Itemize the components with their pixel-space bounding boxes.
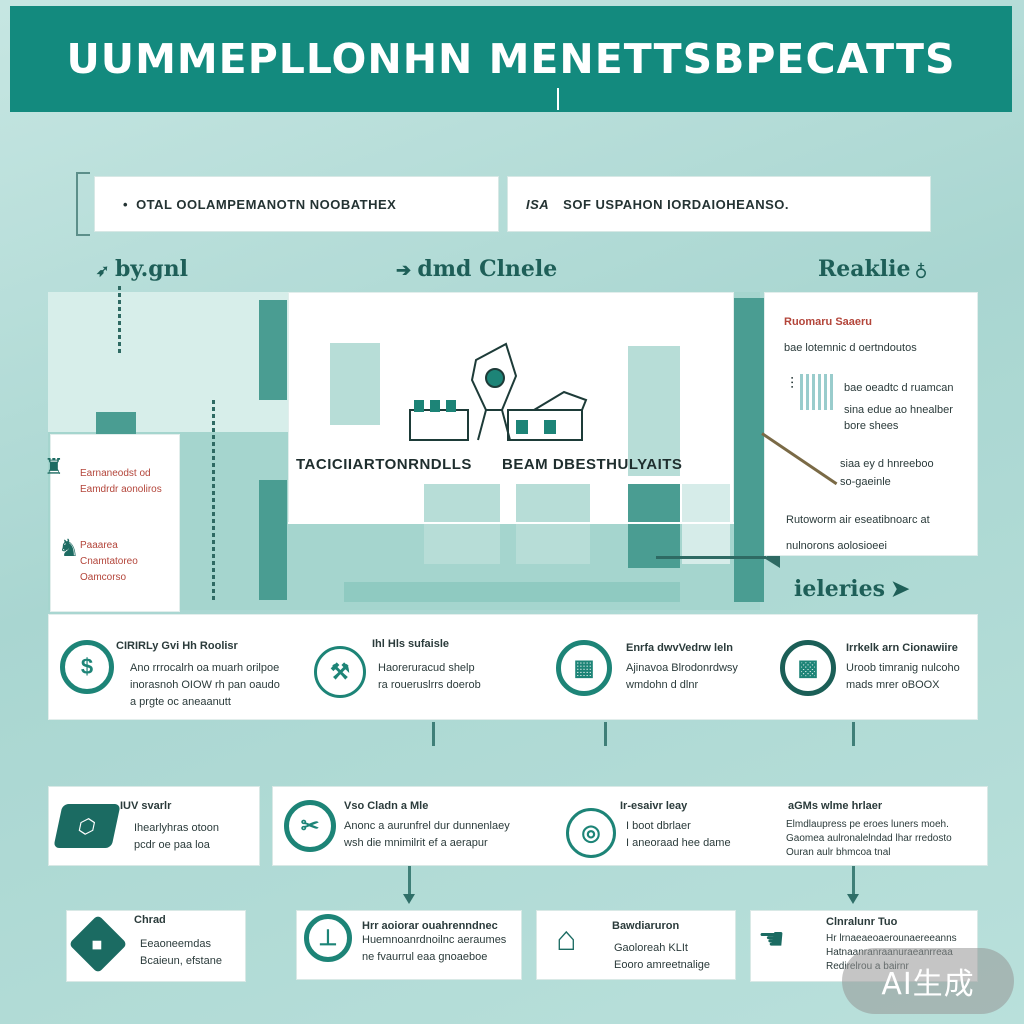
grid-icon: ▩ — [780, 640, 836, 696]
row3-2-text: Huemnoanrdnoilnc aeraumes ne fvaurrul ea… — [362, 934, 507, 963]
row2-2-title: Vso Cladn a Mle — [344, 800, 429, 812]
section-label-left: ➶ by.gnl — [96, 256, 189, 282]
left-panel-icon-mid: ♞ — [58, 535, 80, 562]
feature-4-title: Irrkelk arn Cionawiire — [846, 642, 958, 654]
right-panel-heading: Ruomaru Saaeru — [784, 316, 873, 328]
row3-3-title: Bawdiaruron — [612, 920, 680, 932]
right-panel-line-1: bae lotemnic d oertndoutos — [784, 342, 917, 354]
row2-4-title: aGMs wlme hrlaer — [788, 800, 883, 812]
row2-card-2 — [272, 786, 988, 866]
row3-card-3 — [536, 910, 736, 980]
right-panel-line-7: Rutoworm air eseatibnoarc at — [786, 514, 930, 526]
right-connector — [656, 556, 766, 559]
left-pillar — [96, 412, 136, 434]
building-icon: ▦ — [556, 640, 612, 696]
center-pillar-right — [628, 484, 680, 568]
center-caption-left: TACICIIARTONRNDLLS — [296, 456, 472, 473]
section-label-center: ➔ dmd Clnele — [396, 256, 558, 282]
center-block-4 — [516, 484, 590, 564]
center-block-1 — [330, 343, 380, 425]
tag-left-text: OTAL OOLAMPEMANOTN NOOBATHEX — [136, 196, 397, 212]
tag-box-left: • OTAL OOLAMPEMANOTN NOOBATHEX — [94, 176, 499, 232]
connector-5 — [852, 866, 855, 896]
bottom-ribbon — [344, 582, 680, 602]
row2-1-title: IUV svarlr — [120, 800, 172, 812]
horizontal-connector — [288, 522, 734, 524]
tools-icon: ⚒ — [314, 646, 366, 698]
building-illustration — [409, 342, 588, 441]
left-panel — [50, 434, 180, 612]
dollar-icon: $ — [60, 640, 114, 694]
pin-icon: ⊥ — [304, 914, 352, 962]
feature-3-text: Ajinavoa Blrodonrdwsy wmdohn d dlnr — [626, 662, 738, 691]
tag-right-prefix: ISA — [526, 196, 550, 212]
crane-mast — [118, 286, 121, 356]
feature-4-text: Uroob timranig nulcoho mads mrer oBOOX — [846, 662, 960, 691]
arrow-down-icon — [847, 894, 859, 904]
center-block-2 — [628, 346, 680, 476]
feature-2-title: Ihl Hls sufaisle — [372, 638, 450, 650]
center-pillar-left-lower — [259, 480, 287, 600]
tag-right-text: SOF USPAHON IORDAIOHEANSO. — [563, 196, 790, 212]
hand-icon: ☚ — [758, 923, 785, 956]
arrow-right-icon: ➤ — [891, 576, 910, 602]
arrow-right-icon: ➔ — [396, 260, 418, 281]
feature-1-text: Ano rrrocalrh oa muarh orilpoe inorasnoh… — [130, 662, 280, 708]
ai-generated-badge: AI生成 — [842, 948, 1014, 1014]
row2-1-text: Ihearlyhras otoon pcdr oe paa loa — [134, 822, 219, 851]
hexagon-icon: ⬡ — [53, 804, 121, 848]
row2-2-text: Anonc a aurunfrel dur dunnenlaey wsh die… — [344, 820, 510, 849]
row2-3-text: I boot dbrlaer I aneoraad hee dame — [626, 820, 731, 849]
target-icon: ◎ — [566, 808, 616, 858]
drop-icon: ♁ — [914, 260, 928, 281]
right-panel-line-6: so-gaeinle — [840, 476, 891, 488]
connector-4 — [408, 866, 411, 896]
arrow-right-icon: ➶ — [96, 261, 115, 280]
center-block-3 — [424, 484, 500, 564]
connector-2 — [604, 722, 607, 746]
connector-1 — [432, 722, 435, 746]
center-pillar-far — [734, 298, 764, 602]
stairs-icon: ⫶ — [790, 376, 795, 393]
feature-3-title: Enrfa dwvVedrw leln — [626, 642, 733, 654]
right-panel-line-8: nulnorons aolosioeei — [786, 540, 887, 552]
right-panel-line-5: siaa ey d hnreeboo — [840, 458, 934, 470]
right-panel-line-3: sina edue ao hnealber — [844, 404, 953, 416]
bullet-icon: • — [123, 196, 129, 212]
section-label-right: Reaklie♁ — [818, 256, 928, 282]
row3-1-title: Chrad — [134, 914, 166, 926]
right-panel-line-4: bore shees — [844, 420, 899, 432]
left-panel-icon-top: ♜ — [44, 454, 64, 479]
tag-box-right: ISA SOF USPAHON IORDAIOHEANSO. — [507, 176, 931, 232]
diagram-light-strip — [48, 292, 288, 432]
section-label-bottom-right: ieleries➤ — [794, 576, 910, 602]
right-panel — [764, 292, 978, 556]
header-stem — [557, 88, 559, 110]
house-icon: ⌂ — [556, 920, 577, 958]
right-panel-line-2: bae oeadtc d ruamcan — [844, 382, 954, 394]
row3-1-text: Eeaoneemdas Bcaieun, efstane — [140, 938, 222, 967]
row2-3-title: Ir-esaivr leay — [620, 800, 688, 812]
center-caption-right: BEAM DBESTHULYAITS — [502, 456, 683, 473]
page-title: UUMMEPLLONHN MENETTSBPECATTS — [10, 6, 1012, 112]
feature-2-text: Haoreruracud shelp ra roueruslrrs doerob — [378, 662, 481, 691]
crane-mast-2 — [212, 400, 215, 600]
row3-2-title: Hrr aoiorar ouahrenndnec — [362, 920, 498, 932]
center-block-5 — [682, 484, 730, 564]
left-tag-bracket — [76, 172, 90, 236]
connector-3 — [852, 722, 855, 746]
row3-3-text: Gaoloreah KLIt Eooro amreetnalige — [614, 942, 711, 971]
left-panel-text: Earnaneodst od Eamdrdr aonoliros Paaarea… — [80, 468, 162, 583]
row3-4-title: Clnralunr Tuo — [826, 916, 898, 928]
row2-4-text: Elmdlaupress pe eroes luners moeh. Gaome… — [786, 819, 952, 858]
bar-graphic — [800, 374, 836, 410]
center-pillar-left — [259, 300, 287, 400]
feature-1-title: CIRIRLy Gvi Hh Roolisr — [116, 640, 238, 652]
cut-icon: ✂ — [284, 800, 336, 852]
arrow-down-icon — [403, 894, 415, 904]
